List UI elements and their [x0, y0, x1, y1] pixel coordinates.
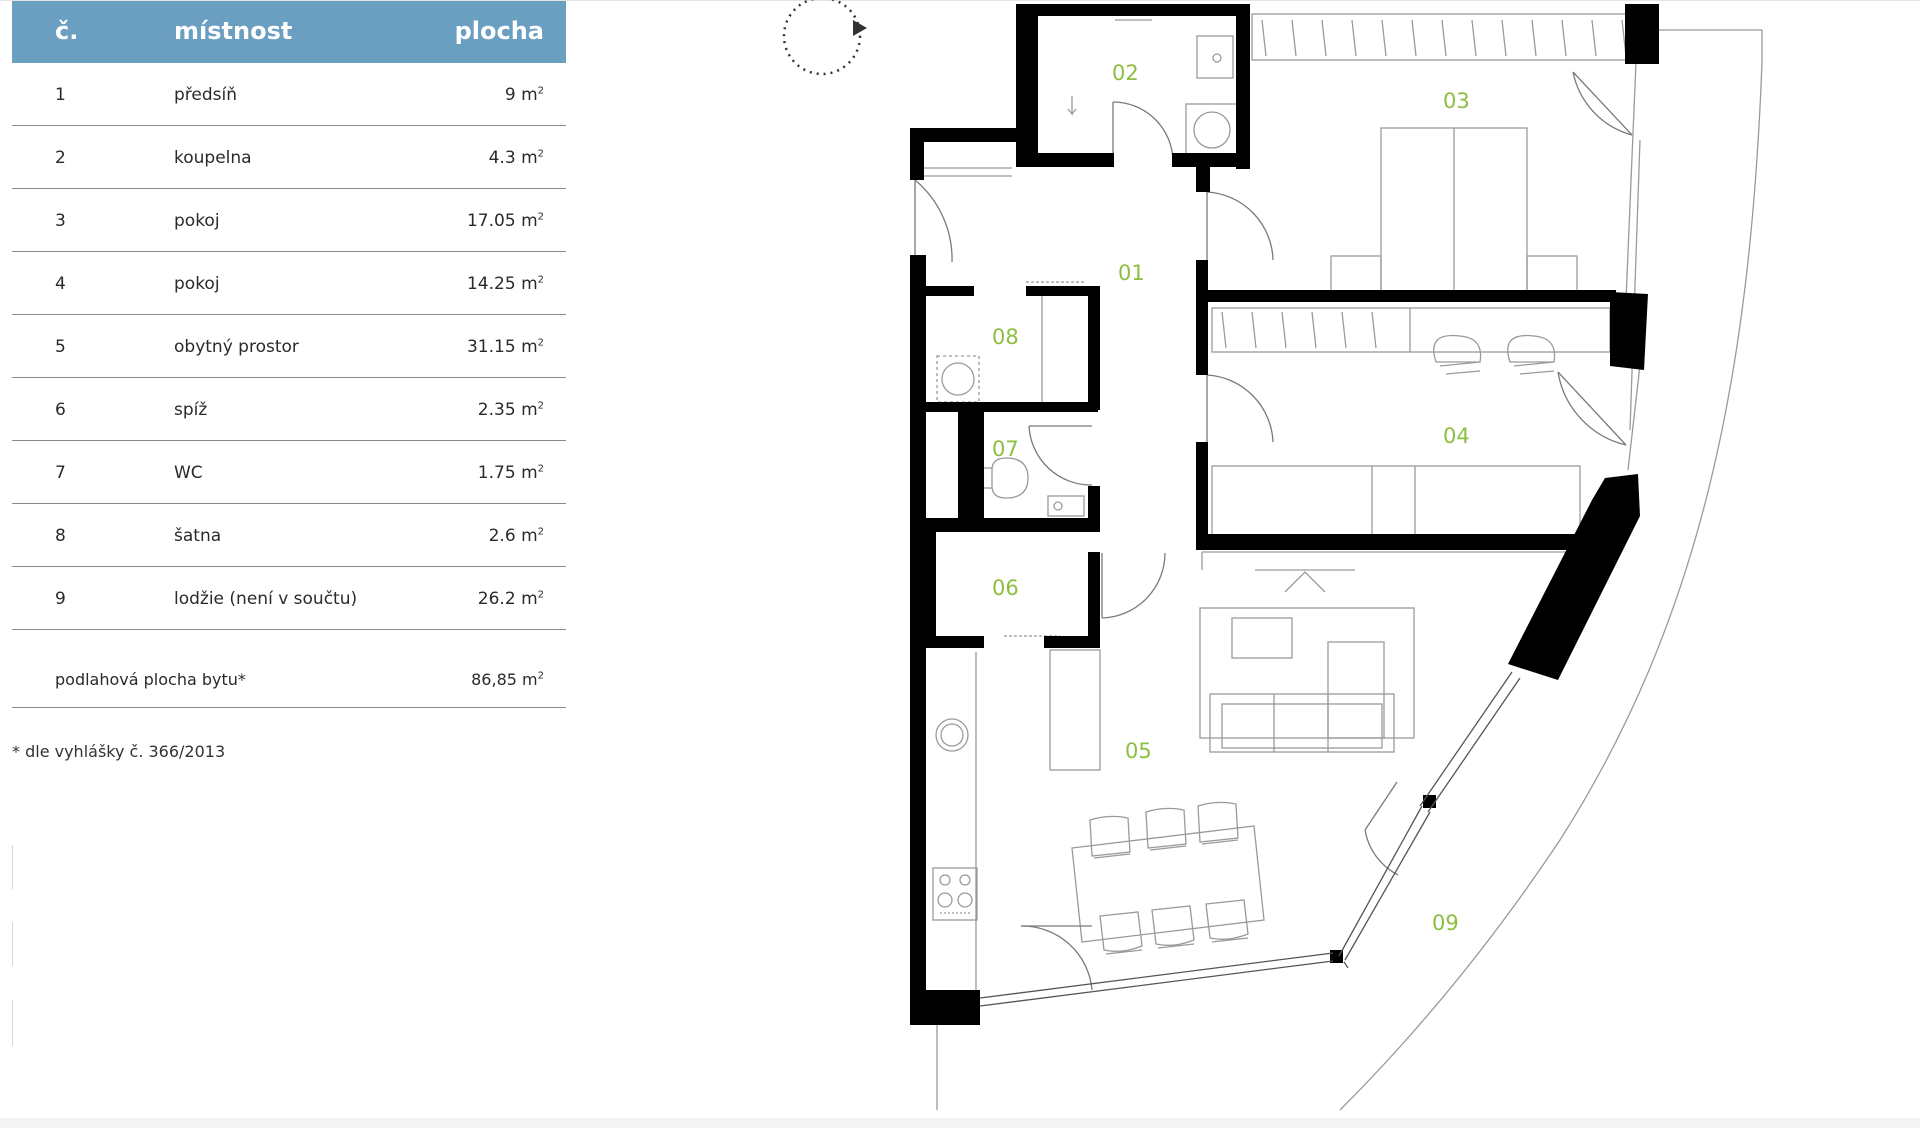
table-row: 4 pokoj 14.25 m2 [12, 252, 566, 315]
room-label-04: 04 [1443, 424, 1470, 448]
row-number: 4 [55, 274, 66, 294]
row-area: 2.35 m2 [477, 400, 544, 420]
glazing [979, 671, 1521, 1007]
row-number: 3 [55, 211, 66, 231]
header-number: č. [55, 17, 79, 45]
side-tick [12, 922, 13, 966]
row-number: 5 [55, 337, 66, 357]
total-area: 86,85 m2 [471, 670, 544, 689]
row-room: WC [174, 463, 203, 483]
table-header: č. místnost plocha [12, 1, 566, 63]
table-row: 2 koupelna 4.3 m2 [12, 126, 566, 189]
row-room: pokoj [174, 211, 220, 231]
room-label-02: 02 [1112, 61, 1139, 85]
row-room: spíž [174, 400, 208, 420]
table-row: 5 obytný prostor 31.15 m2 [12, 315, 566, 378]
side-tick [12, 845, 13, 889]
row-area: 31.15 m2 [466, 337, 544, 357]
top-border [0, 0, 1920, 1]
header-area: plocha [454, 17, 544, 45]
row-number: 1 [55, 85, 66, 105]
walls [910, 4, 1659, 1025]
row-number: 8 [55, 526, 66, 546]
table-row: 9 lodžie (není v součtu) 26.2 m2 [12, 567, 566, 630]
room-label-05: 05 [1125, 739, 1152, 763]
row-area: 9 m2 [504, 85, 544, 105]
row-number: 2 [55, 148, 66, 168]
row-area: 14.25 m2 [466, 274, 544, 294]
table-row: 6 spíž 2.35 m2 [12, 378, 566, 441]
row-number: 9 [55, 589, 66, 609]
total-label: podlahová plocha bytu* [55, 670, 246, 689]
row-room: lodžie (není v součtu) [174, 589, 358, 609]
row-number: 6 [55, 400, 66, 420]
room-label-08: 08 [992, 325, 1019, 349]
room-label-06: 06 [992, 576, 1019, 600]
row-room: předsíň [174, 85, 238, 105]
row-room: šatna [174, 526, 222, 546]
table-row: 7 WC 1.75 m2 [12, 441, 566, 504]
room-labels: 01 02 03 04 05 06 07 08 09 [992, 61, 1470, 935]
footnote: * dle vyhlášky č. 366/2013 [12, 742, 226, 761]
row-area: 17.05 m2 [466, 211, 544, 231]
row-area: 2.6 m2 [488, 526, 544, 546]
row-area: 26.2 m2 [477, 589, 544, 609]
table-row: 1 předsíň 9 m2 [12, 63, 566, 126]
row-area: 1.75 m2 [477, 463, 544, 483]
loggia-outline [936, 29, 1763, 1111]
room-label-09: 09 [1432, 911, 1459, 935]
room-label-07: 07 [992, 437, 1019, 461]
row-room: pokoj [174, 274, 220, 294]
row-area: 4.3 m2 [488, 148, 544, 168]
header-room: místnost [174, 17, 293, 45]
row-number: 7 [55, 463, 66, 483]
doors [914, 71, 1633, 991]
table-row: 8 šatna 2.6 m2 [12, 504, 566, 567]
row-room: obytný prostor [174, 337, 299, 357]
room-label-03: 03 [1443, 89, 1470, 113]
room-label-01: 01 [1118, 261, 1145, 285]
room-area-table: č. místnost plocha 1 předsíň 9 m2 2 koup… [12, 1, 566, 708]
total-row: podlahová plocha bytu* 86,85 m2 [12, 630, 566, 708]
side-tick [12, 1000, 13, 1046]
table-row: 3 pokoj 17.05 m2 [12, 189, 566, 252]
bottom-band [0, 1118, 1920, 1128]
north-arrow-icon [782, 0, 867, 76]
row-room: koupelna [174, 148, 252, 168]
